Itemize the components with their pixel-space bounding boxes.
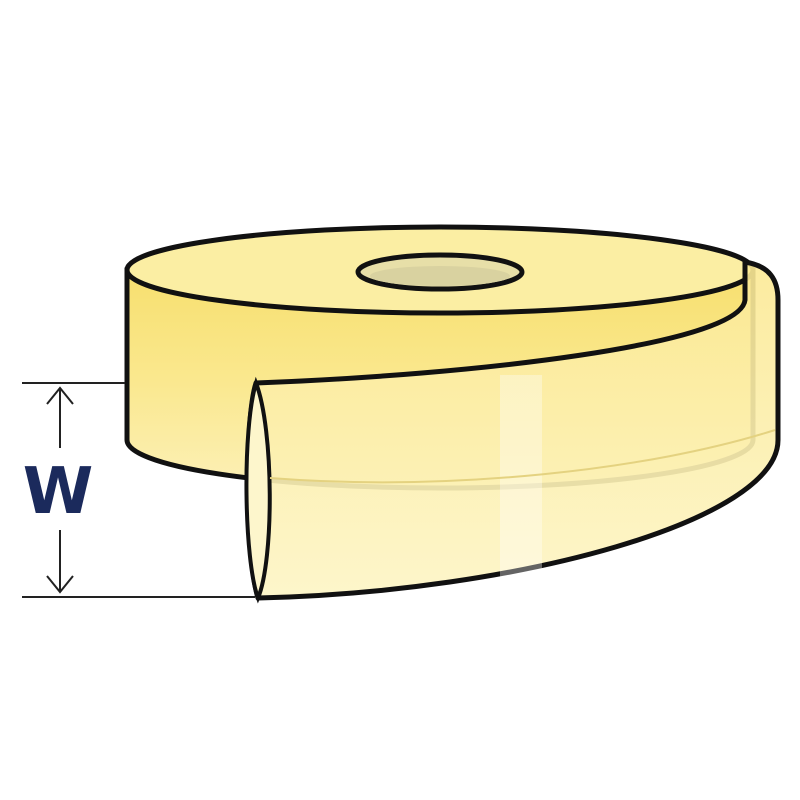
arrow-up-icon	[46, 386, 74, 405]
arrow-down-icon	[46, 575, 74, 594]
strip-highlight	[500, 375, 542, 590]
width-label: W	[23, 455, 94, 529]
strip-inner-line	[269, 429, 776, 484]
width-dimension	[22, 382, 255, 598]
strip-end	[244, 376, 272, 604]
core-shadow	[370, 266, 510, 286]
